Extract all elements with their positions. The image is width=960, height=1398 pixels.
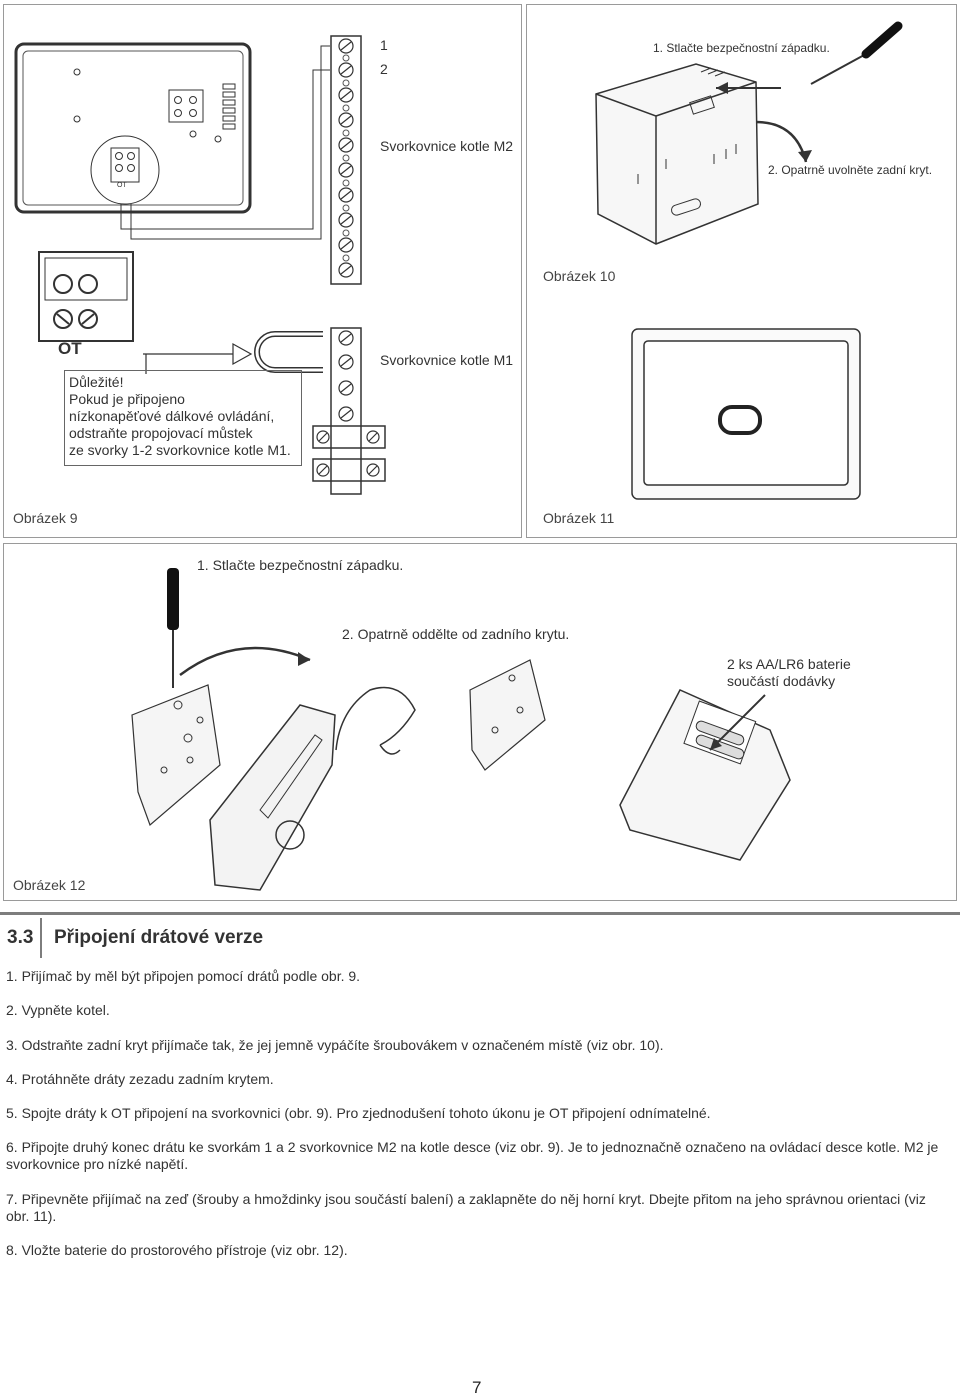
instruction-step: 3. Odstraňte zadní kryt přijímače tak, ž… bbox=[6, 1036, 664, 1053]
instruction-step: 1. Přijímač by měl být připojen pomocí d… bbox=[6, 968, 361, 984]
figure-9-frame bbox=[3, 4, 522, 538]
instruction-step: 5. Spojte dráty k OT připojení na svorko… bbox=[6, 1105, 711, 1122]
figure-9-wiring-diagram bbox=[14, 35, 386, 495]
section-number-divider bbox=[40, 918, 42, 958]
important-note: Důležité! Pokud je připojeno nízkonapěťo… bbox=[64, 370, 302, 466]
figure-10-11-frame bbox=[526, 4, 957, 538]
important-line-1: Pokud je připojeno bbox=[69, 391, 185, 407]
section-title: Připojení drátové verze bbox=[54, 927, 264, 948]
ot-connector-label: OT bbox=[58, 339, 82, 358]
battery-note-line-2: součástí dodávky bbox=[727, 673, 836, 689]
figure-10-step-1: 1. Stlačte bezpečnostní západku. bbox=[653, 41, 830, 55]
instruction-step: 8. Vložte baterie do prostorového přístr… bbox=[6, 1242, 348, 1259]
instruction-steps: 1. Přijímač by měl být připojen pomocí d… bbox=[6, 968, 951, 1276]
boiler-m2-label: Svorkovnice kotle M2 bbox=[380, 138, 514, 154]
instruction-step: 4. Protáhněte dráty zezadu zadním krytem… bbox=[6, 1070, 274, 1087]
boiler-m1-label: Svorkovnice kotle M1 bbox=[380, 352, 514, 368]
page-number: 7 bbox=[472, 1378, 482, 1397]
figure-12-frame bbox=[3, 543, 957, 901]
terminal-2-label: 2 bbox=[380, 61, 388, 77]
ot-small-label: OT bbox=[117, 182, 127, 189]
important-line-4: ze svorky 1-2 svorkovnice kotle M1. bbox=[69, 442, 291, 458]
figure-12-step-1: 1. Stlačte bezpečnostní západku. bbox=[197, 557, 404, 573]
instruction-step: 2. Vypněte kotel. bbox=[6, 1002, 110, 1019]
figure-9-caption: Obrázek 9 bbox=[13, 510, 78, 526]
figure-12-caption: Obrázek 12 bbox=[13, 877, 86, 893]
figure-10-illustration bbox=[595, 21, 903, 245]
terminal-1-label: 1 bbox=[380, 37, 388, 53]
section-number: 3.3 bbox=[7, 927, 34, 948]
figure-12-illustration bbox=[131, 568, 791, 891]
battery-note-line-1: 2 ks AA/LR6 baterie bbox=[727, 656, 851, 672]
figure-11-caption: Obrázek 11 bbox=[543, 510, 615, 526]
instruction-step: 7. Připevněte přijímač na zeď (šrouby a … bbox=[6, 1190, 926, 1224]
important-line-2: nízkonapěťové dálkové ovládání, bbox=[69, 408, 275, 424]
important-line-3: odstraňte propojovací můstek bbox=[69, 425, 253, 441]
figure-10-step-2: 2. Opatrně uvolněte zadní kryt. bbox=[768, 163, 933, 177]
figure-12-step-2: 2. Opatrně oddělte od zadního krytu. bbox=[342, 626, 570, 642]
instruction-step: 6. Připojte druhý konec drátu ke svorkám… bbox=[6, 1139, 939, 1173]
section-divider bbox=[0, 912, 960, 915]
figure-11-illustration bbox=[631, 328, 861, 500]
important-title: Důležité! bbox=[69, 374, 124, 390]
figure-10-caption: Obrázek 10 bbox=[543, 268, 616, 284]
